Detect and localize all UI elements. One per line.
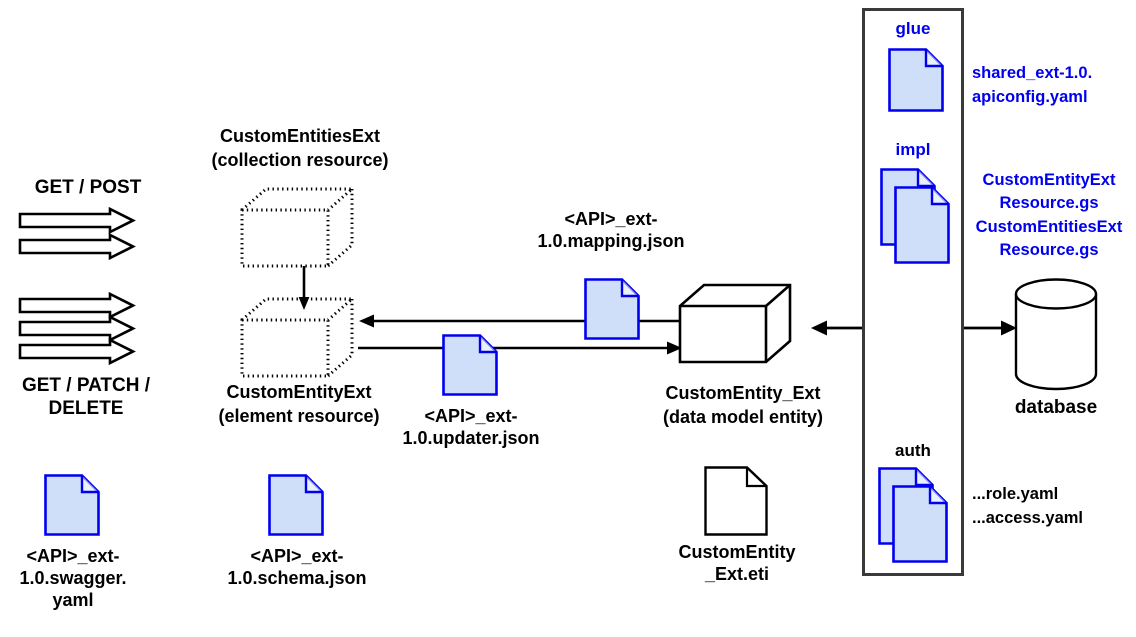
schema-file-icon[interactable] [268, 474, 324, 536]
http-group-label-collection: GET / POST [34, 177, 142, 198]
eti-file-icon[interactable] [704, 466, 768, 536]
updater-file-icon[interactable] [442, 334, 498, 396]
data-model-entity-subtitle: (data model entity) [662, 407, 823, 427]
auth-section-label: auth [895, 441, 931, 460]
mapping-file-label: <API>_ext- 1.0.mapping.json [537, 209, 685, 251]
impl-section-label: impl [895, 140, 931, 159]
element-resource-title: CustomEntityExt [226, 382, 372, 402]
element-resource-cube[interactable] [240, 296, 358, 380]
schema-file-label: <API>_ext- 1.0.schema.json [227, 546, 367, 588]
auth-section-files: ...role.yaml ...access.yaml [972, 485, 1084, 527]
database-label: database [1014, 397, 1098, 418]
impl-section-files: CustomEntityExt Resource.gs CustomEntiti… [975, 171, 1123, 260]
swagger-file-label: <API>_ext- 1.0.swagger. yaml [19, 546, 127, 610]
collection-resource-cube[interactable] [240, 186, 358, 270]
glue-section-files: shared_ext-1.0. apiconfig.yaml [972, 64, 1093, 106]
connector-element-to-entity [358, 339, 683, 357]
updater-file-label: <API>_ext- 1.0.updater.json [402, 406, 540, 448]
collection-resource-title: CustomEntitiesExt [219, 126, 381, 146]
glue-section-label: glue [895, 19, 931, 38]
database-cylinder[interactable] [1014, 278, 1098, 391]
connector-panel-to-database [962, 319, 1018, 337]
impl-file-stack-icon[interactable] [880, 168, 950, 264]
element-resource-subtitle: (element resource) [218, 406, 380, 426]
mapping-file-icon[interactable] [584, 278, 640, 340]
glue-file-icon[interactable] [888, 48, 944, 112]
connector-panel-to-entity [810, 319, 866, 337]
block-arrows-collection [18, 206, 136, 261]
swagger-file-icon[interactable] [44, 474, 100, 536]
data-model-entity-cube[interactable] [678, 282, 796, 366]
http-group-label-element: GET / PATCH / DELETE [21, 375, 151, 420]
auth-file-stack-icon[interactable] [878, 467, 948, 563]
eti-file-label: CustomEntity _Ext.eti [678, 542, 796, 584]
block-arrows-element [18, 291, 136, 366]
collection-resource-subtitle: (collection resource) [211, 150, 389, 170]
data-model-entity-title: CustomEntity_Ext [665, 383, 821, 403]
